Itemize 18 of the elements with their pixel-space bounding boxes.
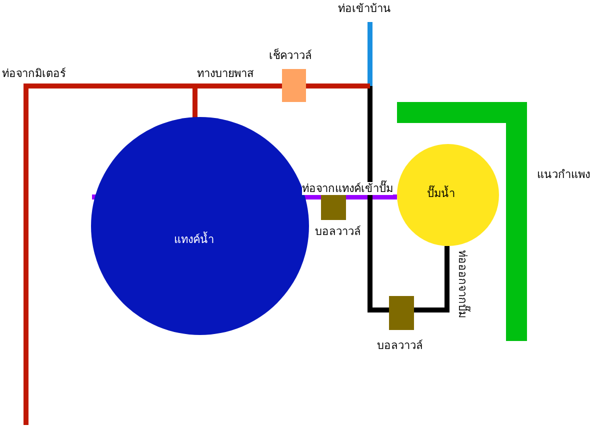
node-label: แทงค์น้ำ — [174, 233, 214, 246]
pipe — [414, 246, 450, 312]
pipe-label: ท่อออกจากปั๊ม — [456, 250, 469, 318]
node-label: ปั๊มน้ำ — [427, 187, 455, 200]
pipe-label: ท่อจากแทงค์เข้าปั๊ม — [302, 182, 393, 195]
pipe — [306, 84, 370, 88]
pipe — [346, 194, 397, 200]
pipe-label: ท่อเข้าบ้าน — [338, 2, 391, 15]
pipe — [24, 84, 282, 425]
node-label: บอลวาวล์ — [315, 225, 361, 238]
pipe-label: ทางบายพาส — [197, 67, 254, 80]
node-label: เช็ควาวล์ — [269, 49, 312, 62]
pipe — [305, 194, 321, 200]
pipe-label: ท่อจากมิเตอร์ — [2, 67, 66, 80]
pipe — [368, 86, 389, 312]
pipe — [192, 86, 198, 118]
node-label: บอลวาวล์ — [377, 339, 423, 352]
node-label: แนวกำแพง — [537, 168, 590, 181]
